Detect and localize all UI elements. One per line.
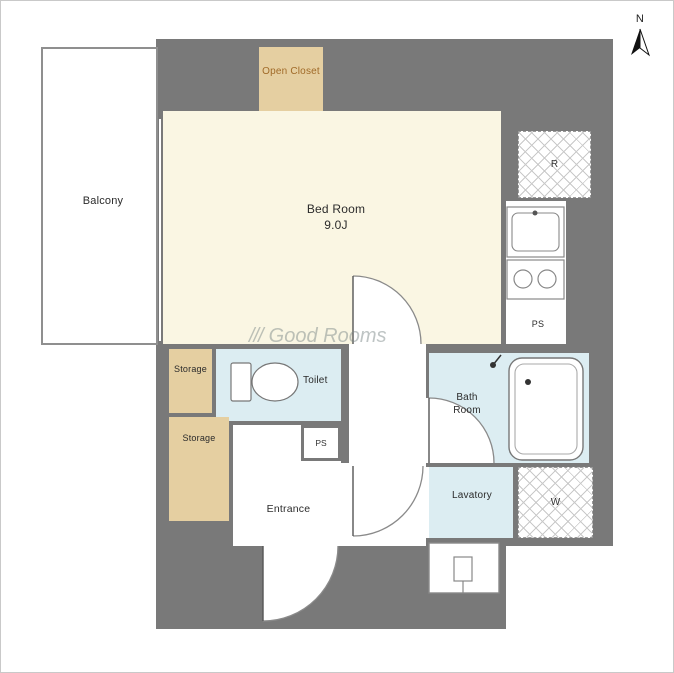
- pipe-space-hall: PS: [301, 425, 341, 461]
- balcony-window: [159, 119, 161, 341]
- balcony-label: Balcony: [82, 195, 124, 207]
- pipe-space-hall-label: PS: [315, 438, 327, 448]
- room-storage-lower: [169, 417, 229, 521]
- entrance-label: Entrance: [266, 503, 311, 515]
- refrigerator-label: R: [550, 159, 559, 170]
- bedroom-label: Bed Room 9.0J: [266, 201, 406, 233]
- hallway-wall: [341, 349, 349, 463]
- watermark-text: Good Rooms: [268, 325, 387, 347]
- storage-lower-label: Storage: [182, 433, 216, 443]
- refrigerator-space: R: [518, 131, 591, 198]
- open-closet-label: Open Closet: [262, 66, 320, 77]
- pipe-space-kitchen-label: PS: [531, 319, 545, 329]
- north-label: N: [635, 13, 645, 25]
- bedroom-size: 9.0J: [324, 218, 348, 233]
- washer-space: W: [518, 467, 593, 538]
- building-wall-bottom: [156, 546, 506, 629]
- room-lavatory: [429, 467, 513, 538]
- entrance-hallway-opening: [341, 463, 349, 546]
- storage-upper-label: Storage: [174, 364, 207, 374]
- watermark-logo: ///: [249, 325, 264, 347]
- bathroom-label: Bath Room: [453, 392, 481, 416]
- room-balcony: [41, 47, 158, 345]
- bathroom-doorway-opening: [425, 398, 429, 463]
- room-bedroom: [163, 111, 501, 344]
- room-storage-upper: [169, 349, 212, 413]
- room-hallway: [349, 344, 426, 546]
- lavatory-label: Lavatory: [452, 490, 492, 501]
- room-open-closet: [259, 47, 323, 111]
- north-arrow-icon: [631, 28, 651, 57]
- washer-label: W: [550, 497, 561, 508]
- lavatory-doorway-opening: [421, 467, 429, 538]
- watermark: /// Good Rooms: [249, 325, 387, 348]
- toilet-label: Toilet: [303, 375, 328, 386]
- bedroom-name: Bed Room: [306, 202, 366, 216]
